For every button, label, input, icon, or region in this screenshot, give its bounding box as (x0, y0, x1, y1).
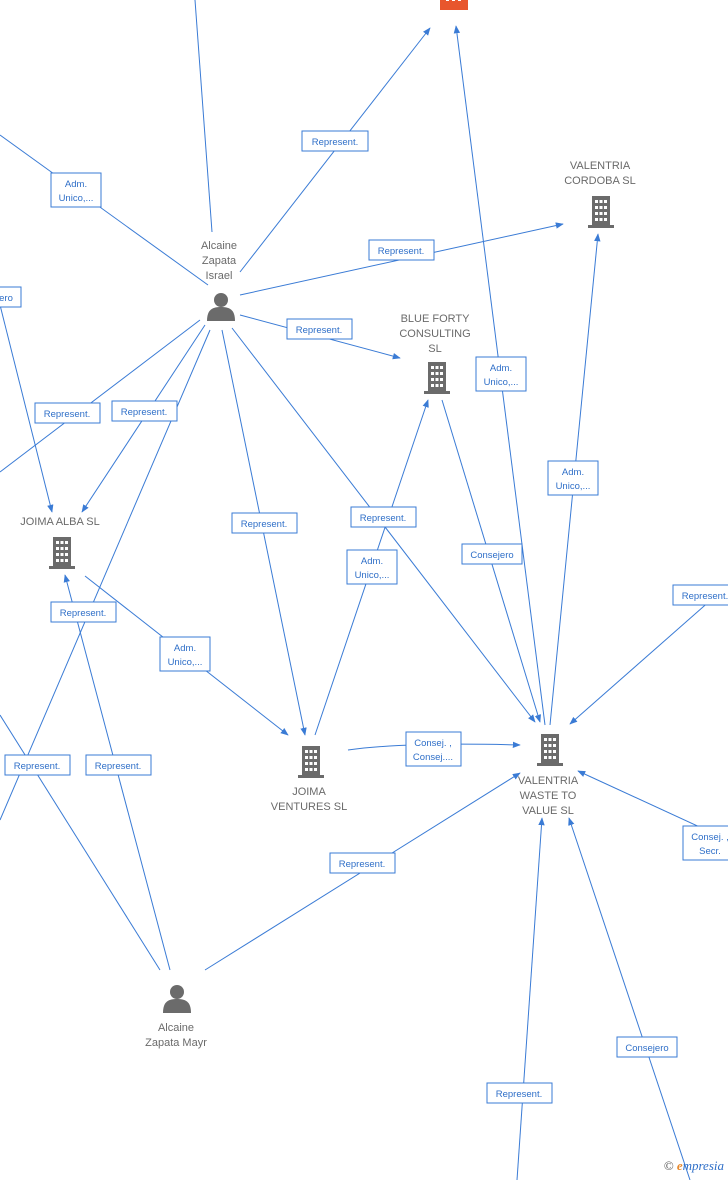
person-node-alcaine-mayr[interactable]: Alcaine Zapata Mayr (145, 985, 207, 1049)
edge-label[interactable]: Represent. (350, 506, 417, 528)
building-icon (424, 362, 450, 394)
edge-label[interactable]: Represent. (231, 512, 298, 534)
edge-label-text: Adm. (174, 643, 196, 654)
edge-label-text: Represent. (339, 859, 385, 870)
edge-label-text: Unico,... (484, 377, 519, 388)
company-node-valentria-waste[interactable]: VALENTRIA WASTE TO VALUE SL (518, 734, 579, 817)
node-label-line: JOIMA (292, 786, 326, 798)
edge-label[interactable]: Adm. Unico,... (50, 172, 102, 208)
edge-label[interactable]: Consej. , Secr. (682, 825, 728, 861)
building-icon (298, 746, 324, 778)
edge-label-text: Adm. (490, 363, 512, 374)
node-label-line: VALENTRIA (518, 775, 579, 787)
edge-label-text: Consejero (625, 1043, 668, 1054)
node-label-line: Israel (206, 270, 233, 282)
node-label-line: BLUE FORTY (401, 313, 471, 325)
edge-label-text: Represent. (60, 608, 106, 619)
edge-line (0, 329, 211, 821)
edge-label[interactable]: Represent. (672, 584, 728, 606)
building-icon (537, 734, 563, 766)
company-node-valentria-cordoba[interactable]: VALENTRIA CORDOBA SL (564, 160, 636, 228)
edge-label[interactable]: Adm. Unico,... (475, 356, 527, 392)
edge-label-text: Adm. (562, 467, 584, 478)
edge-label-text: Represent. (496, 1089, 542, 1100)
edge-line (0, 134, 209, 286)
building-icon (49, 537, 75, 569)
edge-label-text: Adm. (65, 179, 87, 190)
edge-line (516, 817, 545, 1180)
node-label-line: JOIMA ALBA SL (20, 516, 100, 528)
company-node-joima-ventures[interactable]: JOIMA VENTURES SL (271, 746, 347, 813)
node-label-line: WASTE TO (520, 790, 577, 802)
edge-label[interactable]: Represent. (34, 402, 101, 424)
node-label-line: CONSULTING (399, 328, 470, 340)
edge-label[interactable]: Represent. (301, 130, 369, 152)
edge-label[interactable]: Represent. (111, 400, 178, 422)
edge-label[interactable]: Represent. (50, 601, 117, 623)
edge-label-text: Consejero (470, 550, 513, 561)
brand-name: mpresia (682, 1158, 724, 1173)
edge-label-text: Consej. , (414, 738, 452, 749)
edge-label[interactable]: Consejero (616, 1036, 678, 1058)
edge-label-text: Represent. (241, 519, 287, 530)
edge-line (568, 817, 691, 1180)
edge-label[interactable]: Adm. Unico,... (159, 636, 211, 672)
node-label-line: CORDOBA SL (564, 175, 636, 187)
edge-label[interactable]: Represent. (4, 754, 71, 776)
edge-label-text: Secr. (699, 846, 721, 857)
building-icon (588, 196, 614, 228)
edge-label-text: Unico,... (556, 481, 591, 492)
edge-label-text: Represent. (682, 591, 728, 602)
edge-label[interactable]: ero (0, 286, 22, 308)
edge-line (569, 584, 728, 725)
node-label-line: Alcaine (201, 240, 237, 252)
edge-line (0, 304, 54, 513)
edge-label-text: Represent. (312, 137, 358, 148)
node-label-line: Zapata Mayr (145, 1037, 207, 1049)
edge-label[interactable]: Represent. (329, 852, 396, 874)
edge-label[interactable]: Represent. (486, 1082, 553, 1104)
edge-line (0, 319, 201, 473)
edge-label[interactable]: Represent. (368, 239, 435, 261)
edge-line (194, 0, 213, 233)
edge-label-text: Unico,... (355, 570, 390, 581)
company-node-joima-alba[interactable]: JOIMA ALBA SL (20, 516, 100, 569)
edge-label[interactable]: Adm. Unico,... (346, 549, 398, 585)
edge-label-text: Represent. (360, 513, 406, 524)
edge-label-text: Represent. (95, 761, 141, 772)
person-node-alcaine-israel[interactable]: Alcaine Zapata Israel (201, 240, 237, 321)
edge-label-text: Consej. , (691, 832, 728, 843)
edge-label[interactable]: Adm. Unico,... (547, 460, 599, 496)
edge-label-text: Adm. (361, 556, 383, 567)
edge-label[interactable]: Represent. (286, 318, 353, 340)
person-icon (207, 293, 235, 321)
company-node-blue-forty[interactable]: BLUE FORTY CONSULTING SL (399, 313, 471, 394)
copyright-symbol: © (663, 1158, 674, 1173)
edge-label-text: Consej.... (413, 752, 453, 763)
person-icon (163, 985, 191, 1013)
node-label-line: VALENTRIA (570, 160, 631, 172)
nodes: VALENTRIA CORDOBA SL BLUE FORTY CONSULTI… (20, 0, 636, 1049)
edge-label-text: Represent. (121, 407, 167, 418)
edge-label-text: Represent. (14, 761, 60, 772)
edge-label-text: Represent. (44, 409, 90, 420)
highlight-company-icon[interactable] (440, 0, 468, 10)
edge-label-text: Unico,... (59, 193, 94, 204)
edge-label[interactable]: Consejero (461, 543, 523, 565)
node-label-line: SL (428, 343, 441, 355)
edge-label-text: Unico,... (168, 657, 203, 668)
node-label-line: Zapata (202, 255, 237, 267)
node-label-line: Alcaine (158, 1022, 194, 1034)
brand-watermark: ©empresia (664, 1158, 724, 1174)
edge-label-text: Represent. (378, 246, 424, 257)
edge-labels: Represent. Adm. Unico,... Represent. Repr… (0, 130, 728, 1104)
node-label-line: VALUE SL (522, 805, 574, 817)
edge-label-text: Represent. (296, 325, 342, 336)
edge-label[interactable]: Consej. , Consej.... (405, 731, 462, 767)
edge-label-text: ero (0, 293, 13, 304)
node-label-line: VENTURES SL (271, 801, 347, 813)
brand-initial: e (676, 1158, 683, 1173)
edge-label[interactable]: Represent. (85, 754, 152, 776)
